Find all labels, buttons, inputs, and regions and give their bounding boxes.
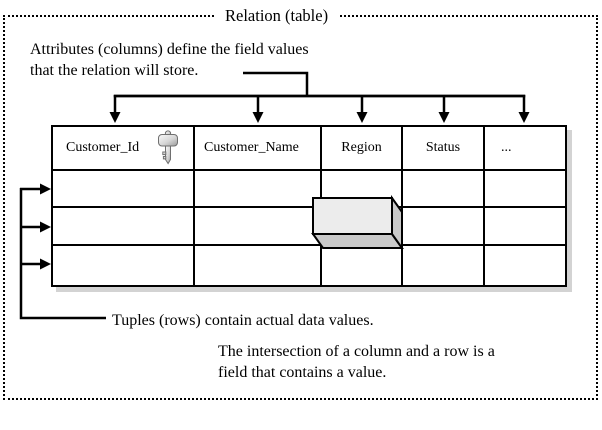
table-cell xyxy=(485,208,565,246)
table-cell xyxy=(322,246,403,285)
table-cell xyxy=(322,208,403,246)
table-cell xyxy=(403,171,485,208)
table-cell xyxy=(485,171,565,208)
table-cell xyxy=(53,246,195,285)
table-cell xyxy=(403,246,485,285)
relation-table: Customer_Id Customer_Name Regi xyxy=(51,125,567,287)
attributes-note: Attributes (columns) define the field va… xyxy=(30,39,309,81)
column-header-label: Customer_Id xyxy=(66,140,140,155)
primary-key-icon xyxy=(158,130,178,165)
table-cell xyxy=(195,208,322,246)
column-header-label: ... xyxy=(501,140,512,155)
intersection-note-line1: The intersection of a column and a row i… xyxy=(218,343,495,360)
table-cell xyxy=(485,246,565,285)
column-header-customer-id: Customer_Id xyxy=(53,127,195,171)
table-cell xyxy=(53,208,195,246)
column-header-label: Status xyxy=(425,140,461,155)
column-header-label: Customer_Name xyxy=(204,140,299,155)
relation-frame: Relation (table) xyxy=(3,5,598,400)
column-header-region: Region xyxy=(322,127,403,171)
relation-title: Relation (table) xyxy=(214,5,340,26)
table-cell xyxy=(195,171,322,208)
attributes-note-line2: that the relation will store. xyxy=(30,62,199,79)
column-header-label: Region xyxy=(341,140,382,155)
column-header-ellipsis: ... xyxy=(485,127,565,171)
tuples-note: Tuples (rows) contain actual data values… xyxy=(112,312,374,329)
column-header-customer-name: Customer_Name xyxy=(195,127,322,171)
intersection-note-line2: field that contains a value. xyxy=(218,364,387,381)
table-cell xyxy=(322,171,403,208)
column-header-status: Status xyxy=(403,127,485,171)
table-cell xyxy=(403,208,485,246)
table-cell xyxy=(53,171,195,208)
intersection-note: The intersection of a column and a row i… xyxy=(218,341,495,383)
table-cell xyxy=(195,246,322,285)
attributes-note-line1: Attributes (columns) define the field va… xyxy=(30,41,309,58)
